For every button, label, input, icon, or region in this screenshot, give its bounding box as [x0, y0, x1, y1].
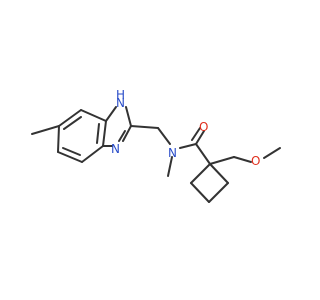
label-ring-nitrogen: N: [111, 142, 120, 156]
bonds: [31, 106, 281, 203]
bond-imidazole-2: [125, 106, 132, 127]
bond-methyl: [31, 125, 60, 135]
bond-benzene-double-2: [96, 123, 100, 144]
label-nh-nitrogen: N: [116, 96, 125, 110]
bond-carbonyl-2: [191, 127, 201, 141]
bond-ch2-ether: [209, 156, 235, 165]
bond-n-methyl: [167, 156, 173, 177]
bond-amide-cc: [195, 143, 211, 165]
label-amide-nitrogen: N: [168, 146, 177, 160]
bond-cyclobutane-1: [190, 163, 211, 184]
bond-ether-o-1: [233, 156, 252, 163]
label-ether-oxygen: O: [251, 154, 260, 168]
bond-benzene-double-1: [63, 116, 82, 130]
bond-imidazole-double: [118, 130, 126, 142]
bond-cyclobutane-4: [209, 163, 229, 184]
bond-imidazole-1: [105, 106, 117, 122]
label-nh-hydrogen: H: [116, 88, 125, 102]
bond-benzene-3: [102, 120, 107, 147]
bond-amide-cn: [179, 143, 197, 149]
bond-benzene-double-3: [62, 147, 81, 156]
bond-benzene-1: [58, 109, 82, 127]
bond-benzene-2: [80, 109, 107, 122]
bond-carbonyl-1: [195, 130, 205, 145]
bond-imidazole-3: [122, 125, 132, 142]
bond-cyclobutane-2: [190, 182, 210, 203]
bond-linker-1: [130, 125, 159, 129]
bond-benzene-6: [57, 125, 60, 153]
bond-benzene-5: [57, 151, 83, 163]
bond-ether-o-2: [263, 147, 281, 159]
molecule-structure: H N N N O O: [31, 88, 281, 203]
label-carbonyl-oxygen: O: [199, 120, 208, 134]
bond-cyclobutane-3: [208, 182, 229, 203]
bond-linker-2: [157, 127, 171, 145]
atom-labels: H N N N O O: [111, 88, 260, 168]
bond-benzene-4: [81, 145, 104, 163]
